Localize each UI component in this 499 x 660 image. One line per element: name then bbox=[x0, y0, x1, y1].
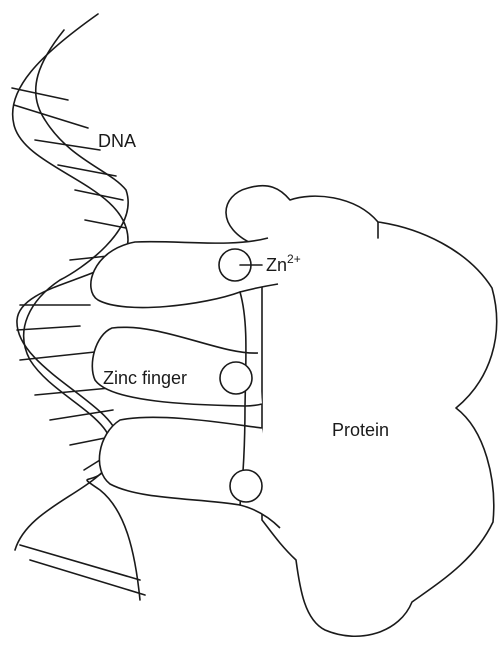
dna-label: DNA bbox=[98, 131, 136, 151]
zn-charge: 2+ bbox=[287, 252, 301, 266]
zinc-finger-loop-top bbox=[91, 238, 278, 308]
zn-symbol: Zn bbox=[266, 255, 287, 275]
zinc-ion-middle bbox=[220, 362, 252, 394]
zinc-finger-label: Zinc finger bbox=[103, 368, 187, 388]
zinc-ion-bottom bbox=[230, 470, 262, 502]
protein-label: Protein bbox=[332, 420, 389, 440]
